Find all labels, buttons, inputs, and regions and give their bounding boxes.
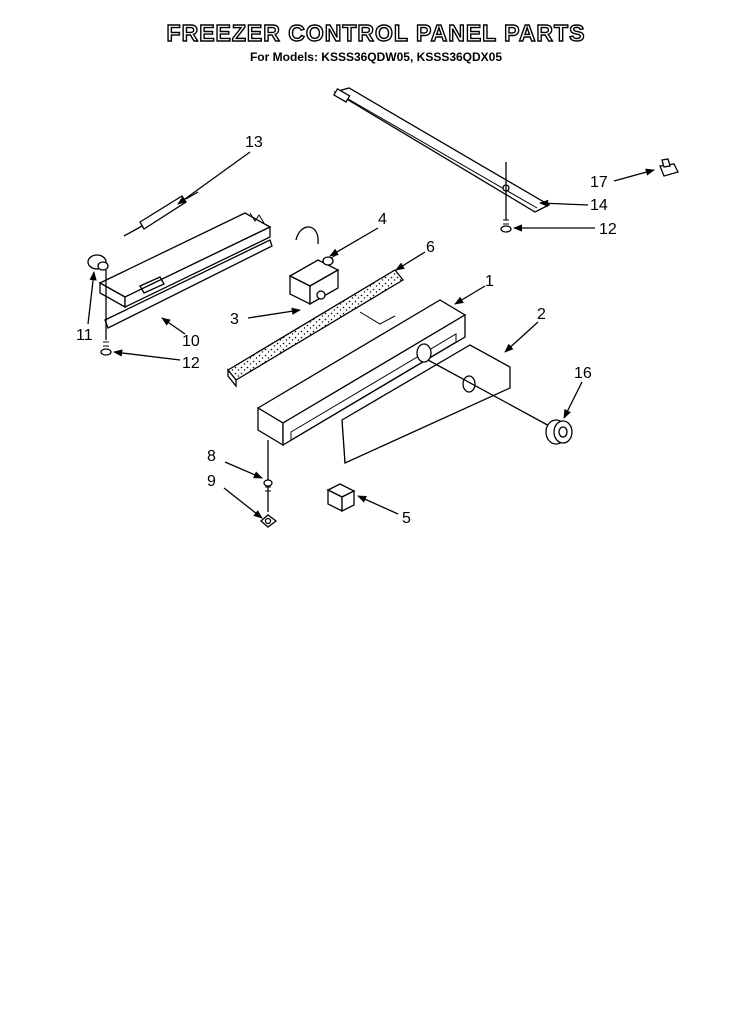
knob-shaft-line <box>427 359 554 429</box>
callout-10: 10 <box>182 333 200 350</box>
part-5-switch <box>326 483 356 513</box>
diagram-title: FREEZER CONTROL PANEL PARTS <box>166 19 586 46</box>
part-11-fitting <box>87 254 109 340</box>
part-1-control-housing <box>256 299 467 447</box>
callout-5: 5 <box>402 510 411 527</box>
callout-12-right: 12 <box>599 221 617 238</box>
callout-14: 14 <box>590 197 608 214</box>
part-9-cap <box>260 514 278 528</box>
models-subtitle: For Models: KSSS36QDW05, KSSS36QDX05 <box>249 50 503 64</box>
callout-4: 4 <box>378 211 387 228</box>
part-8-screw <box>263 440 273 512</box>
part-6-insulation-strip <box>227 269 404 388</box>
callout-12-left: 12 <box>182 355 200 372</box>
part-4-screw <box>322 253 339 266</box>
part-14-support-bar <box>333 87 551 220</box>
part-16-knob <box>545 419 573 445</box>
callout-8: 8 <box>207 448 216 465</box>
part-12-screw-left <box>100 341 112 356</box>
part-13-sensor-tube <box>123 191 199 237</box>
callout-2: 2 <box>537 306 546 323</box>
callout-16: 16 <box>574 365 592 382</box>
callout-3: 3 <box>230 311 239 328</box>
part-3-thermostat <box>288 226 340 306</box>
callout-17: 17 <box>590 174 608 191</box>
callout-6: 6 <box>426 239 435 256</box>
part-2-panel <box>341 344 511 464</box>
part-12-screw-right <box>500 219 512 233</box>
callout-11: 11 <box>76 327 93 344</box>
callout-1: 1 <box>485 273 494 290</box>
leader-lines <box>87 151 655 519</box>
part-10-bracket <box>98 212 273 329</box>
callout-9: 9 <box>207 473 216 490</box>
part-17-clip <box>659 158 679 177</box>
callout-13: 13 <box>245 134 263 151</box>
